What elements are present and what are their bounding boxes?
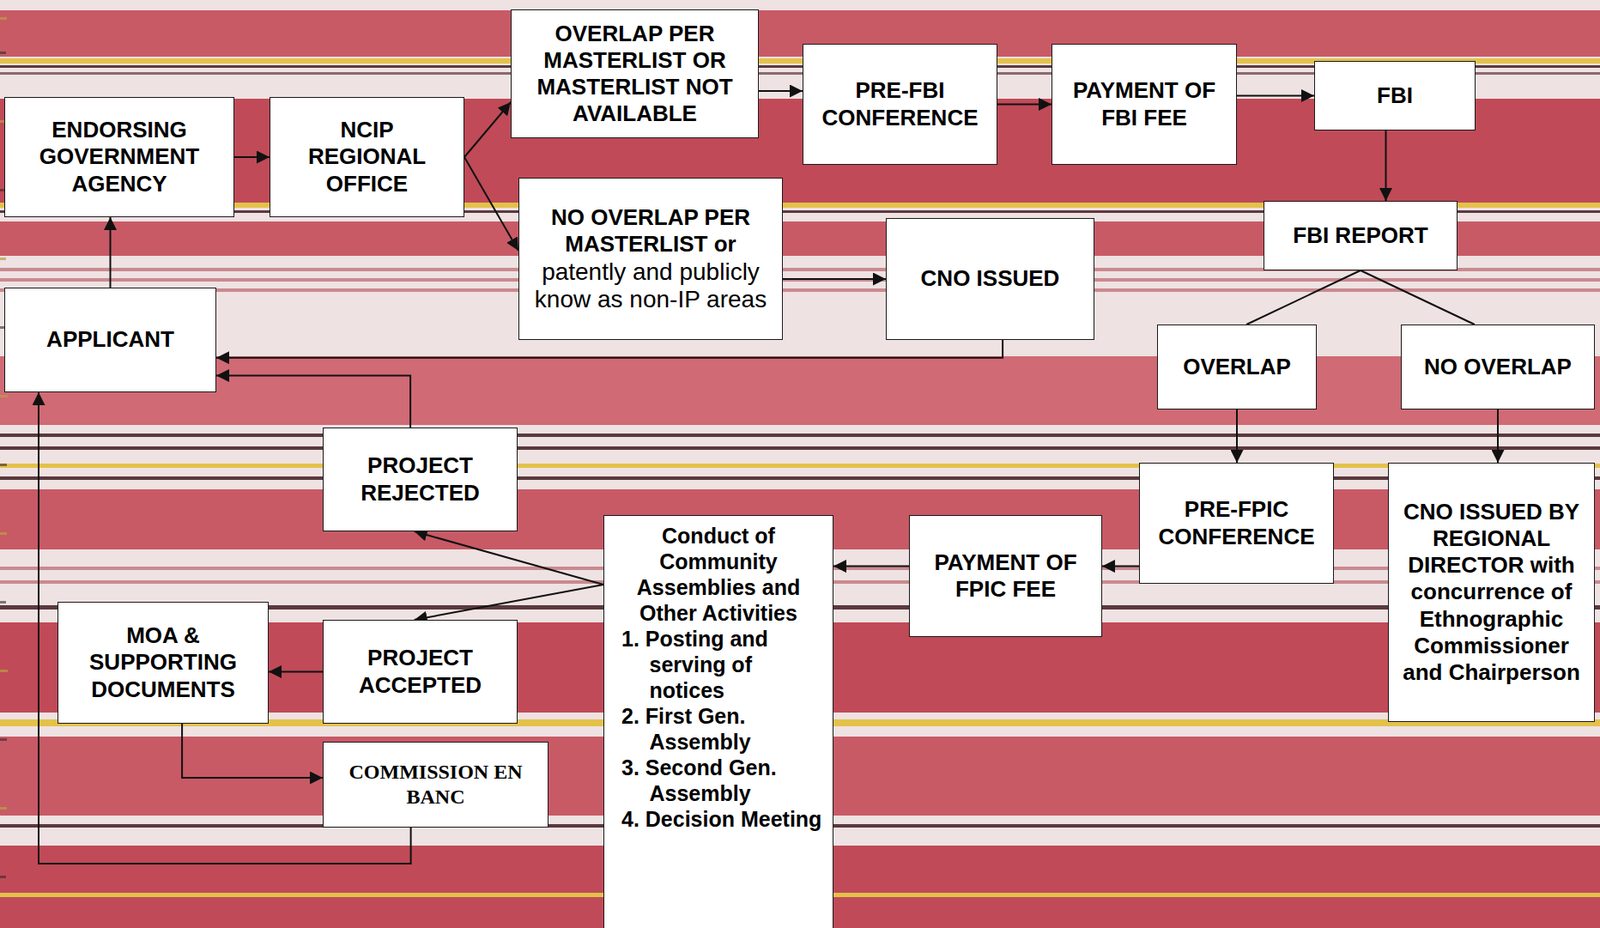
connector-arrow — [414, 531, 604, 585]
process-box: FBI REPORT — [1263, 200, 1458, 271]
box-label: OVERLAP PER MASTERLIST OR MASTERLIST NOT… — [520, 20, 750, 128]
box-label: NCIP REGIONAL OFFICE — [278, 116, 455, 198]
box-label: PAYMENT OF FPIC FEE — [918, 549, 1093, 603]
process-box: NCIP REGIONAL OFFICE — [269, 96, 465, 218]
process-box: APPLICANT — [4, 287, 217, 393]
process-box: COMMISSION EN BANC — [322, 741, 549, 828]
connector-arrow — [1246, 270, 1361, 325]
connector-arrow — [109, 217, 112, 288]
connector-arrow — [234, 156, 270, 158]
process-box: PAYMENT OF FBI FEE — [1051, 43, 1237, 165]
process-box: PROJECT ACCEPTED — [322, 619, 518, 724]
box-label: FBI REPORT — [1292, 222, 1428, 249]
process-box: CNO ISSUED BY REGIONAL DIRECTOR with con… — [1387, 462, 1595, 722]
box-label: CNO ISSUED BY REGIONAL DIRECTOR with con… — [1397, 498, 1586, 686]
connector-arrow — [216, 375, 411, 429]
box-label: PRE-FBI CONFERENCE — [812, 77, 988, 131]
box-label: PAYMENT OF FBI FEE — [1060, 77, 1228, 131]
connector-arrow — [1236, 95, 1315, 97]
box-label: 3. Second Gen. Assembly — [612, 754, 825, 807]
process-box: MOA & SUPPORTING DOCUMENTS — [57, 601, 269, 724]
box-label: patently and publicly know as non-IP are… — [527, 258, 774, 314]
connector-arrow — [268, 671, 323, 673]
connector-arrow — [1236, 409, 1238, 463]
connector-arrow — [414, 584, 604, 620]
process-box: OVERLAP PER MASTERLIST OR MASTERLIST NOT… — [510, 9, 759, 139]
connector-arrow — [782, 278, 886, 280]
process-box: PROJECT REJECTED — [322, 427, 518, 532]
connector-arrow — [1360, 270, 1475, 325]
box-label: COMMISSION EN BANC — [332, 759, 540, 810]
connector-arrow — [464, 157, 519, 251]
connector-arrow — [758, 90, 803, 92]
process-box: CNO ISSUED — [885, 218, 1095, 340]
box-label: 4. Decision Meeting — [612, 806, 825, 832]
box-label: NO OVERLAP PER MASTERLIST or — [527, 204, 774, 258]
box-label: Conduct of Community Assemblies and Othe… — [612, 522, 825, 626]
box-label: PROJECT REJECTED — [332, 452, 509, 506]
connector-arrow — [216, 339, 1003, 358]
connector-arrow — [464, 102, 511, 158]
process-box: NO OVERLAP PER MASTERLIST orpatently and… — [518, 177, 783, 340]
process-box: PRE-FPIC CONFERENCE — [1139, 462, 1334, 584]
process-box: OVERLAP — [1157, 324, 1317, 410]
connector-arrow — [997, 103, 1052, 106]
connector-arrow — [1385, 130, 1388, 201]
box-label: 2. First Gen. Assembly — [612, 703, 825, 755]
box-label: APPLICANT — [46, 326, 175, 353]
box-label: PROJECT ACCEPTED — [332, 644, 509, 698]
box-label: CNO ISSUED — [921, 265, 1061, 292]
box-label: 1. Posting and serving of notices — [612, 625, 825, 704]
process-box: PRE-FBI CONFERENCE — [802, 43, 998, 165]
box-label: PRE-FPIC CONFERENCE — [1148, 496, 1325, 550]
box-label: FBI — [1376, 82, 1413, 110]
process-box: ENDORSING GOVERNMENT AGENCY — [4, 96, 235, 218]
connector-arrow — [1102, 565, 1140, 568]
box-label: MOA & SUPPORTING DOCUMENTS — [66, 622, 260, 704]
process-box: NO OVERLAP — [1400, 324, 1595, 410]
box-label: NO OVERLAP — [1424, 353, 1572, 381]
connector-arrow — [181, 723, 323, 778]
connector-arrow — [1496, 409, 1499, 463]
connector-arrow — [833, 565, 910, 568]
box-label: OVERLAP — [1182, 353, 1291, 381]
process-box: Conduct of Community Assemblies and Othe… — [603, 515, 834, 928]
process-box: FBI — [1314, 60, 1476, 131]
process-box: PAYMENT OF FPIC FEE — [909, 515, 1103, 637]
box-label: ENDORSING GOVERNMENT AGENCY — [13, 116, 225, 198]
